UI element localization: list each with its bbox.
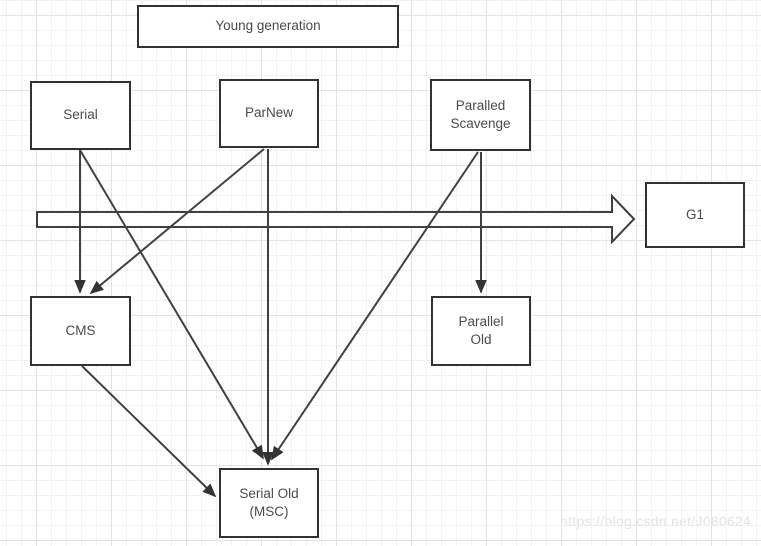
node-parallel-old: Parallel Old bbox=[431, 296, 531, 366]
node-parallel-scavenge-label: Paralled Scavenge bbox=[450, 97, 511, 131]
node-parallel-old-label: Parallel Old bbox=[458, 313, 504, 347]
block-arrow-to-g1 bbox=[36, 193, 636, 245]
node-parnew-label: ParNew bbox=[244, 105, 293, 121]
node-serial-label: Serial bbox=[63, 107, 98, 123]
node-young-generation-label: Young generation bbox=[215, 18, 321, 34]
node-serial: Serial bbox=[30, 81, 131, 150]
node-serial-old-msc: Serial Old (MSC) bbox=[219, 468, 319, 538]
csdn-watermark: https://blog.csdn.net/J080624 bbox=[560, 514, 751, 529]
node-parallel-scavenge: Paralled Scavenge bbox=[430, 79, 531, 151]
node-g1: G1 bbox=[645, 182, 745, 248]
node-serial-old-msc-label: Serial Old (MSC) bbox=[239, 485, 299, 519]
node-cms: CMS bbox=[30, 296, 131, 366]
edge-parnew-cms bbox=[89, 148, 265, 295]
node-cms-label: CMS bbox=[65, 322, 96, 338]
edge-pscavenge-serialold bbox=[270, 151, 479, 461]
edge-serial-serialold bbox=[79, 149, 264, 460]
node-parnew: ParNew bbox=[219, 79, 319, 148]
node-g1-label: G1 bbox=[685, 206, 704, 222]
edge-cms-serialold bbox=[81, 365, 217, 498]
node-young-generation: Young generation bbox=[137, 5, 399, 48]
